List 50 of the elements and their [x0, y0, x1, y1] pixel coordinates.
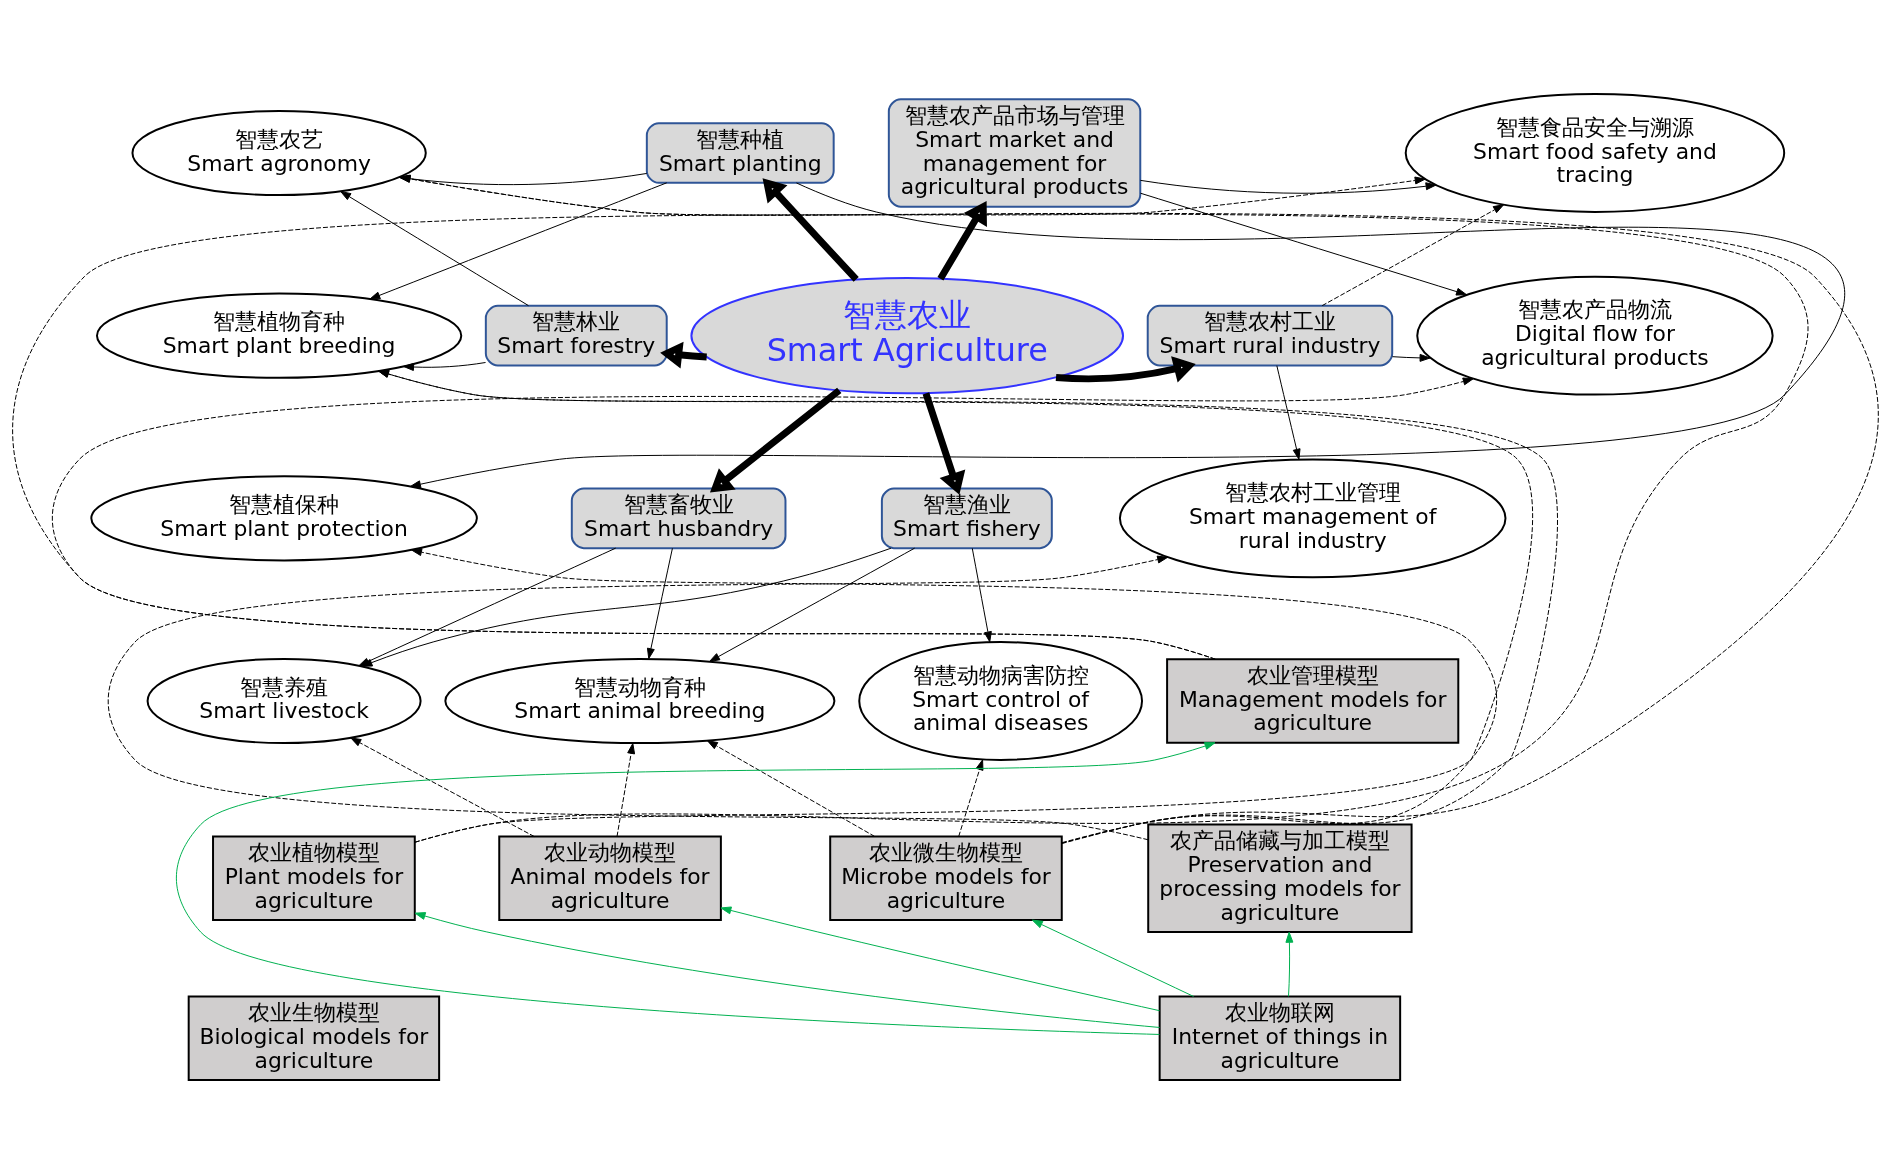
node-box: 农业管理模型 Management models for agriculture: [1166, 657, 1460, 744]
node-box: 农业物联网 Internet of things in agriculture: [1158, 995, 1402, 1081]
arrow: [1391, 353, 1431, 362]
arrow: [107, 555, 1169, 840]
arrow: [709, 387, 842, 493]
arrow: [971, 547, 992, 642]
arrow: [411, 547, 1498, 844]
arrow: [51, 377, 1474, 660]
node-box: 农业动物模型 Animal models for agriculture: [498, 835, 722, 921]
node-box: 智慧畜牧业 Smart husbandry: [570, 487, 787, 549]
arrow: [350, 736, 535, 837]
node-box: 农业生物模型 Biological models for agriculture: [187, 995, 441, 1081]
arrow: [1140, 192, 1467, 296]
arrow: [706, 739, 876, 837]
arrow: [709, 547, 916, 662]
node-ellipse: 智慧动物育种 Smart animal breeding: [444, 657, 836, 744]
node-ellipse: 智慧植保种 Smart plant protection: [90, 474, 478, 561]
arrow: [1031, 919, 1195, 997]
arrow: [1276, 364, 1301, 460]
arrow: [410, 181, 1845, 488]
arrow: [175, 741, 1216, 1035]
node-ellipse: 智慧农业 Smart Agriculture: [690, 276, 1125, 394]
arrow: [1139, 179, 1437, 194]
arrow: [646, 547, 673, 659]
arrow: [762, 177, 859, 282]
node-box: 农业微生物模型 Microbe models for agriculture: [829, 835, 1063, 921]
arrow: [720, 906, 1161, 1011]
node-box: 农产品储藏与加工模型 Preservation and processing models for agriculture: [1147, 823, 1413, 933]
arrow: [414, 911, 1161, 1028]
node-box: 智慧农村工业 Smart rural industry: [1146, 304, 1394, 366]
node-box: 智慧林业 Smart forestry: [484, 304, 668, 366]
arrow: [922, 391, 966, 495]
arrow: [958, 758, 984, 837]
arrow: [369, 181, 668, 300]
node-box: 农业植物模型 Plant models for agriculture: [212, 835, 416, 921]
arrow: [1055, 355, 1196, 382]
arrow: [1285, 931, 1294, 997]
arrow: [361, 547, 892, 667]
arrow: [403, 361, 487, 371]
node-box: 智慧渔业 Smart fishery: [880, 487, 1053, 549]
node-ellipse: 智慧动物病害防控 Smart control of animal diseases: [858, 640, 1143, 761]
arrow: [660, 341, 707, 369]
arrow: [1321, 203, 1505, 306]
node-ellipse: 智慧农村工业管理 Smart management of rural industry: [1118, 457, 1507, 578]
node-ellipse: 智慧农艺 Smart agronomy: [131, 109, 427, 196]
node-box: 智慧农产品市场与管理 Smart market and management for agricultural products: [887, 97, 1142, 208]
arrow: [616, 742, 636, 837]
arrow: [937, 200, 987, 280]
arrow: [340, 190, 529, 306]
node-box: 智慧种植 Smart planting: [645, 121, 835, 184]
